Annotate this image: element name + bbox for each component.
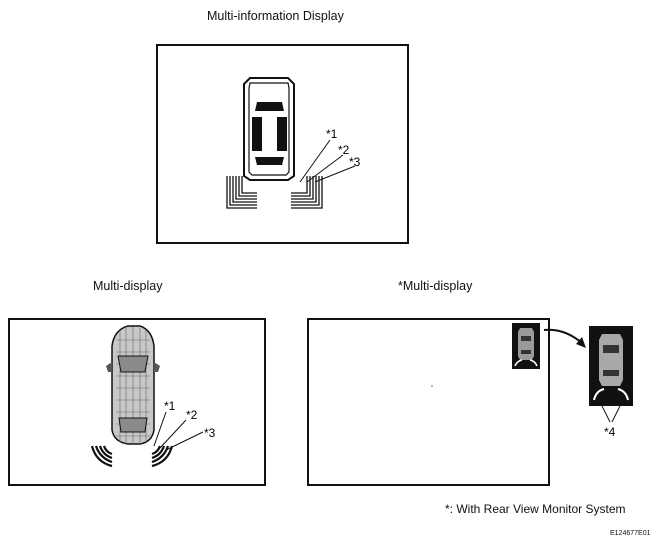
md-rvm-panel — [307, 318, 550, 486]
mid-leaders — [299, 139, 356, 183]
md-rvm-leaders — [599, 401, 623, 423]
mid-sensor-left — [226, 176, 257, 209]
panel-dot — [431, 385, 433, 387]
md-sensor-left — [90, 445, 113, 468]
md-panel-title: Multi-display — [93, 279, 163, 293]
mid-sensor-right — [291, 176, 323, 209]
md-rvm-panel-title: *Multi-display — [398, 279, 473, 293]
mid-car-icon — [243, 77, 295, 181]
md-sensor-right — [151, 445, 174, 468]
md-rvm-inset — [512, 323, 540, 369]
magnify-arrow — [543, 328, 586, 348]
md-leaders — [153, 411, 204, 451]
mid-panel-title: Multi-information Display — [207, 9, 344, 23]
mid-callout-3: *3 — [349, 155, 361, 169]
md-callout-1: *1 — [164, 399, 176, 413]
mid-callout-1: *1 — [326, 127, 338, 141]
md-car-icon — [106, 325, 160, 445]
figure-code: E124677E01 — [610, 530, 651, 537]
md-callout-2: *2 — [186, 408, 198, 422]
mid-callout-2: *2 — [338, 143, 350, 157]
md-rvm-callout-4: *4 — [604, 425, 616, 439]
footnote: *: With Rear View Monitor System — [445, 502, 626, 516]
mid-panel — [156, 44, 409, 244]
md-rvm-magnified — [589, 326, 633, 406]
md-callout-3: *3 — [204, 426, 216, 440]
md-panel — [8, 318, 266, 486]
